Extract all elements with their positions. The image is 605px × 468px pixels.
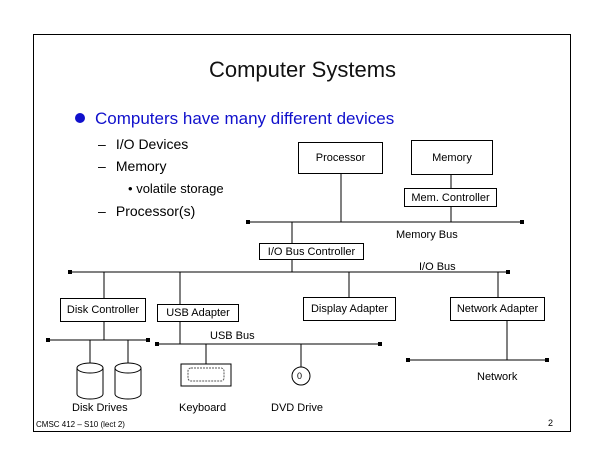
- bus-endpoint-icon: [146, 338, 150, 342]
- network-adapter-box: Network Adapter: [450, 297, 545, 321]
- sub-item-processors: – Processor(s): [98, 203, 195, 219]
- io-bus-controller-box: I/O Bus Controller: [259, 243, 364, 260]
- memory-bus-label: Memory Bus: [396, 229, 458, 241]
- bus-endpoint-icon: [520, 220, 524, 224]
- sub-item-memory: – Memory: [98, 158, 166, 174]
- memory-box: Memory: [411, 140, 493, 175]
- bus-endpoint-icon: [506, 270, 510, 274]
- io-bus-label: I/O Bus: [419, 261, 456, 273]
- keyboard-label: Keyboard: [179, 402, 227, 414]
- disk-drives-label: Disk Drives: [72, 402, 128, 414]
- slide-frame: [33, 34, 571, 432]
- main-bullet-text: Computers have many different devices: [95, 109, 395, 128]
- slide-title: Computer Systems: [208, 57, 397, 82]
- bus-endpoint-icon: [155, 342, 159, 346]
- mem-controller-box: Mem. Controller: [404, 188, 497, 207]
- disk-drive-icon: [114, 362, 142, 400]
- disk-controller-box: Disk Controller: [60, 298, 146, 322]
- sub-item-label: Memory: [115, 158, 167, 174]
- bullet-dot-icon: [75, 112, 85, 123]
- processor-box: Processor: [298, 142, 383, 174]
- sub-sub-item-volatile: • volatile storage: [128, 181, 224, 196]
- bus-endpoint-icon: [46, 338, 50, 342]
- bus-endpoint-icon: [406, 358, 410, 362]
- network-label: Network: [477, 371, 518, 383]
- display-adapter-box: Display Adapter: [303, 297, 396, 321]
- small-bullet-icon: •: [128, 181, 133, 196]
- dash-icon: –: [98, 158, 106, 174]
- keyboard-icon: [180, 363, 232, 387]
- dash-icon: –: [98, 136, 106, 152]
- bus-endpoint-icon: [246, 220, 250, 224]
- sub-sub-item-label: volatile storage: [136, 181, 224, 196]
- dvd-symbol: 0: [297, 371, 303, 381]
- dvd-drive-icon: [291, 366, 311, 386]
- slide-footer: CMSC 412 – S10 (lect 2): [36, 420, 125, 429]
- dash-icon: –: [98, 203, 106, 219]
- usb-bus-label: USB Bus: [210, 330, 255, 342]
- main-bullet: Computers have many different devices: [75, 109, 394, 129]
- sub-item-label: Processor(s): [115, 203, 196, 219]
- sub-item-label: I/O Devices: [115, 136, 189, 152]
- sub-item-io-devices: – I/O Devices: [98, 136, 188, 152]
- disk-drive-icon: [76, 362, 104, 400]
- bus-endpoint-icon: [68, 270, 72, 274]
- usb-adapter-box: USB Adapter: [157, 304, 239, 322]
- bus-endpoint-icon: [545, 358, 549, 362]
- page-number: 2: [548, 418, 554, 428]
- bus-endpoint-icon: [378, 342, 382, 346]
- dvd-drive-label: DVD Drive: [271, 402, 323, 414]
